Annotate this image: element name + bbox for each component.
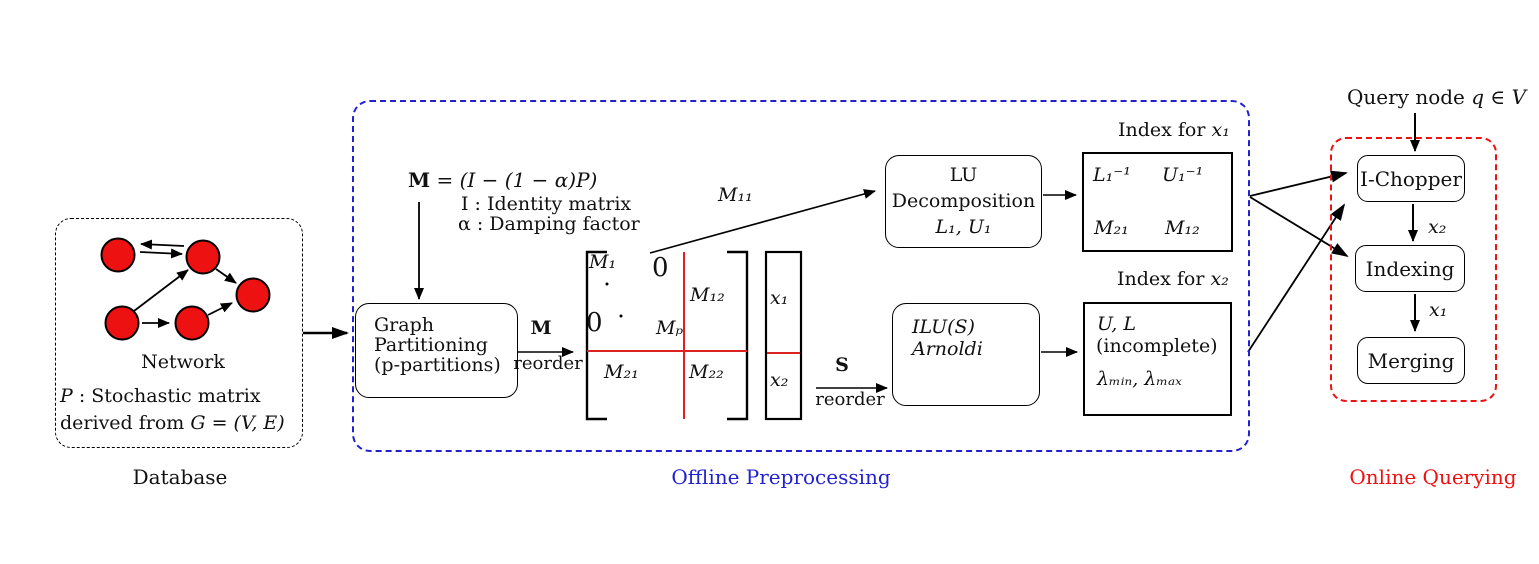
formula-expression: = (I − (1 − α)P) bbox=[430, 168, 598, 192]
indexing-box: Indexing bbox=[1355, 245, 1465, 292]
reorder-text: reorder bbox=[513, 353, 583, 374]
index2-incomplete: (incomplete) bbox=[1096, 335, 1218, 358]
index1-m21-text: M₂₁ bbox=[1094, 217, 1129, 239]
index2-lambda: λₘᵢₙ, λₘₐₓ bbox=[1097, 368, 1182, 391]
query-math: q ∈ V bbox=[1471, 85, 1527, 109]
matrix-zero-top: 0 bbox=[652, 253, 669, 284]
s-reorder-bottom-label: reorder bbox=[815, 389, 885, 411]
index1-u1inv-text: U₁⁻¹ bbox=[1162, 164, 1204, 186]
stochastic-matrix-label: P : Stochastic matrix bbox=[60, 385, 261, 408]
offline-preprocessing-dashed-region bbox=[352, 100, 1250, 452]
matrix-zero-bottom: 0 bbox=[586, 308, 603, 339]
matrix-mp-text: Mₚ bbox=[656, 317, 684, 339]
graph-definition: G = (V, E) bbox=[190, 412, 285, 434]
x2-arrow-label: x₂ bbox=[1428, 216, 1447, 239]
graph-partitioning-box: Graph Partitioning (p-partitions) bbox=[355, 303, 518, 398]
network-label-text: Network bbox=[141, 351, 225, 373]
offline-caption-text: Offline Preprocessing bbox=[671, 465, 891, 489]
identity-note-text: I : Identity matrix bbox=[461, 193, 632, 215]
index2-incomplete-text: (incomplete) bbox=[1096, 335, 1218, 357]
p-symbol: P bbox=[60, 385, 73, 407]
network-label: Network bbox=[141, 351, 225, 374]
gp-line1: Graph bbox=[374, 314, 434, 336]
m-reorder-bottom-label: reorder bbox=[513, 353, 583, 375]
index2-box bbox=[1083, 302, 1232, 416]
index2-title-prefix: Index for bbox=[1117, 268, 1211, 290]
s-symbol: S bbox=[835, 354, 849, 376]
index1-box bbox=[1082, 152, 1233, 252]
matrix-m21: M₂₁ bbox=[604, 361, 639, 384]
index1-title-x1: x₁ bbox=[1211, 119, 1230, 141]
damping-note-text: α : Damping factor bbox=[458, 213, 640, 235]
vector-x1-text: x₁ bbox=[770, 287, 789, 309]
index1-m12-text: M₁₂ bbox=[1165, 217, 1200, 239]
matrix-m1: M₁ bbox=[589, 251, 617, 274]
vector-x2: x₂ bbox=[770, 369, 789, 392]
lu-line3: L₁, U₁ bbox=[935, 216, 992, 238]
offline-caption: Offline Preprocessing bbox=[671, 466, 890, 489]
query-prefix: Query node bbox=[1347, 85, 1472, 109]
m-reorder-top-label: M bbox=[530, 317, 552, 340]
vector-x1: x₁ bbox=[770, 287, 789, 310]
matrix-zero-bottom-text: 0 bbox=[586, 308, 603, 338]
gp-line3: (p-partitions) bbox=[374, 354, 501, 376]
x2-label-text: x₂ bbox=[1428, 216, 1447, 238]
index1-title: Index for x₁ bbox=[1118, 119, 1230, 142]
identity-note: I : Identity matrix bbox=[461, 193, 632, 216]
index1-cell-l1inv: L₁⁻¹ bbox=[1093, 164, 1131, 187]
indexing-label: Indexing bbox=[1365, 256, 1455, 281]
database-caption-text: Database bbox=[132, 465, 228, 489]
derived-prefix: derived from bbox=[60, 412, 191, 434]
database-dashed-region bbox=[55, 218, 303, 448]
derived-from-label: derived from G = (V, E) bbox=[60, 412, 285, 435]
matrix-m12: M₁₂ bbox=[690, 284, 725, 307]
online-querying-dashed-region bbox=[1330, 137, 1497, 402]
damping-note: α : Damping factor bbox=[458, 213, 640, 236]
matrix-m22-text: M₂₂ bbox=[689, 361, 724, 383]
index1-cell-m12: M₁₂ bbox=[1165, 217, 1200, 240]
index2-lambda-text: λₘᵢₙ, λₘₐₓ bbox=[1097, 368, 1182, 390]
matrix-m22: M₂₂ bbox=[689, 361, 724, 384]
s-reorder-top-label: S bbox=[835, 354, 849, 377]
x1-label-text: x₁ bbox=[1429, 299, 1448, 321]
online-caption: Online Querying bbox=[1349, 466, 1516, 489]
matrix-zero-top-text: 0 bbox=[652, 253, 669, 283]
index2-ul-text: U, L bbox=[1097, 313, 1136, 335]
vector-x2-text: x₂ bbox=[770, 369, 789, 391]
index2-ul: U, L bbox=[1097, 313, 1136, 336]
database-caption: Database bbox=[133, 466, 228, 489]
matrix-m12-text: M₁₂ bbox=[690, 284, 725, 306]
lu-line2: Decomposition bbox=[891, 190, 1036, 212]
m-symbol: M bbox=[530, 317, 552, 339]
index2-title-x2: x₂ bbox=[1210, 268, 1229, 290]
merging-box: Merging bbox=[1357, 337, 1465, 384]
online-caption-text: Online Querying bbox=[1349, 465, 1517, 489]
index2-title: Index for x₂ bbox=[1117, 268, 1229, 291]
lu-decomposition-box: LU Decomposition L₁, U₁ bbox=[885, 155, 1042, 248]
m11-label-text: M₁₁ bbox=[718, 184, 753, 206]
i-chopper-box: I-Chopper bbox=[1357, 155, 1465, 202]
matrix-mp: Mₚ bbox=[656, 317, 684, 340]
merging-label: Merging bbox=[1367, 348, 1455, 373]
m11-arrow-label: M₁₁ bbox=[718, 184, 753, 207]
m-formula: M = (I − (1 − α)P) bbox=[408, 169, 597, 192]
query-node-label: Query node q ∈ V bbox=[1347, 86, 1526, 109]
x1-arrow-label: x₁ bbox=[1429, 299, 1448, 322]
gp-line2: Partitioning bbox=[374, 334, 488, 356]
ilu-arnoldi-box: ILU(S) Arnoldi bbox=[892, 303, 1040, 406]
index1-cell-m21: M₂₁ bbox=[1094, 217, 1129, 240]
matrix-m21-text: M₂₁ bbox=[604, 361, 639, 383]
ilu-line1: ILU(S) bbox=[912, 316, 975, 338]
index1-cell-u1inv: U₁⁻¹ bbox=[1162, 164, 1204, 187]
reorder-text: reorder bbox=[815, 389, 885, 410]
p-description: : Stochastic matrix bbox=[72, 385, 261, 407]
i-chopper-label: I-Chopper bbox=[1360, 166, 1462, 191]
matrix-m1-text: M₁ bbox=[589, 251, 617, 273]
lu-line1: LU bbox=[949, 164, 978, 186]
formula-m-symbol: M bbox=[408, 168, 431, 192]
index1-title-prefix: Index for bbox=[1118, 119, 1212, 141]
index1-l1inv-text: L₁⁻¹ bbox=[1093, 164, 1131, 186]
ilu-line2: Arnoldi bbox=[912, 338, 983, 360]
